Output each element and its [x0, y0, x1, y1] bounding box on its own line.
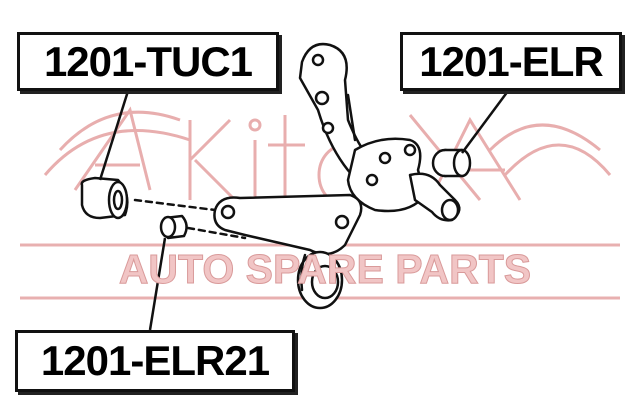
steering-knuckle-drawing	[80, 42, 472, 310]
part-label-elr[interactable]: 1201-ELR	[400, 32, 622, 91]
leader-line-elr21	[148, 237, 167, 331]
leader-line-elr	[460, 90, 510, 154]
leader-line-tuc1	[98, 90, 130, 181]
part-label-elr21[interactable]: 1201-ELR21	[15, 330, 295, 392]
bushing-elr	[431, 148, 472, 178]
bushing-tuc1	[80, 176, 129, 220]
watermark-tagline: AUTO SPARE PARTS	[118, 245, 532, 292]
leader-lines	[98, 90, 510, 331]
part-label-tuc1[interactable]: 1201-TUC1	[17, 32, 279, 91]
bushing-elr21	[159, 214, 188, 240]
